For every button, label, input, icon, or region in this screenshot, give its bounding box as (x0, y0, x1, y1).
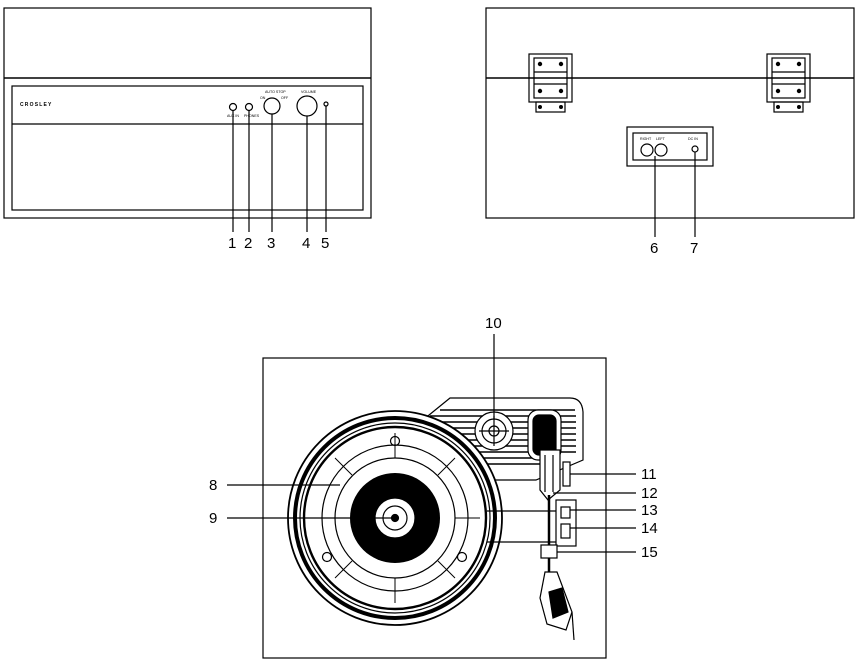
power-indicator (323, 101, 329, 107)
volume-knob (296, 95, 318, 117)
callout-9: 9 (209, 510, 217, 527)
auto-stop-switch (263, 97, 281, 115)
callout-8: 8 (209, 477, 217, 494)
callout-11: 11 (641, 466, 657, 483)
callout-12: 12 (641, 485, 658, 502)
callout-2: 2 (244, 235, 252, 252)
aux-in-jack (228, 102, 238, 112)
callout-15: 15 (641, 544, 658, 561)
dc-in-jack (691, 145, 699, 153)
platter-hole-left (321, 551, 333, 563)
motor-housing (401, 397, 584, 481)
callout-4: 4 (302, 235, 310, 252)
callout-10: 10 (485, 315, 502, 332)
rear-case-outline (485, 7, 855, 219)
platter-hole-right (456, 551, 468, 563)
turntable-top-view (227, 334, 636, 659)
rca-left-jack (654, 143, 668, 157)
right-label: RIGHT (640, 137, 652, 141)
callout-13: 13 (641, 502, 658, 519)
lower-switch (560, 523, 571, 539)
aux-in-label: AUX IN (227, 114, 239, 118)
jack-plate-inner (632, 132, 708, 161)
upper-switch (560, 506, 571, 519)
platter-hole-top (389, 435, 401, 447)
volume-label: VOLUME (301, 90, 317, 94)
tonearm-rest (540, 544, 558, 559)
tonearm-counterweight-inner (532, 414, 557, 456)
jack-plate-outer (626, 126, 714, 167)
right-hinge (766, 53, 811, 113)
phones-jack (244, 102, 254, 112)
front-panel (3, 7, 372, 232)
callout-7: 7 (690, 240, 698, 257)
left-hinge (528, 53, 573, 113)
off-label: OFF (281, 96, 289, 100)
spindle (390, 513, 400, 523)
plinth-outline (262, 357, 607, 659)
callout-3: 3 (267, 235, 275, 252)
rear-panel (485, 7, 855, 237)
front-fascia (11, 85, 364, 211)
platter-radial-marks (310, 433, 480, 603)
on-label: ON (260, 96, 266, 100)
phones-label: PHONES (244, 114, 260, 118)
callout-1: 1 (228, 235, 236, 252)
callout-6: 6 (650, 240, 658, 257)
cue-lever (562, 461, 571, 487)
callout-5: 5 (321, 235, 329, 252)
callout-14: 14 (641, 520, 658, 537)
auto-stop-label: AUTO STOP (265, 90, 286, 94)
rca-right-jack (640, 143, 654, 157)
dc-label: DC IN (688, 137, 698, 141)
front-case-outline (3, 7, 372, 219)
left-label: LEFT (656, 137, 666, 141)
brand-logo: CROSLEY (20, 102, 53, 108)
